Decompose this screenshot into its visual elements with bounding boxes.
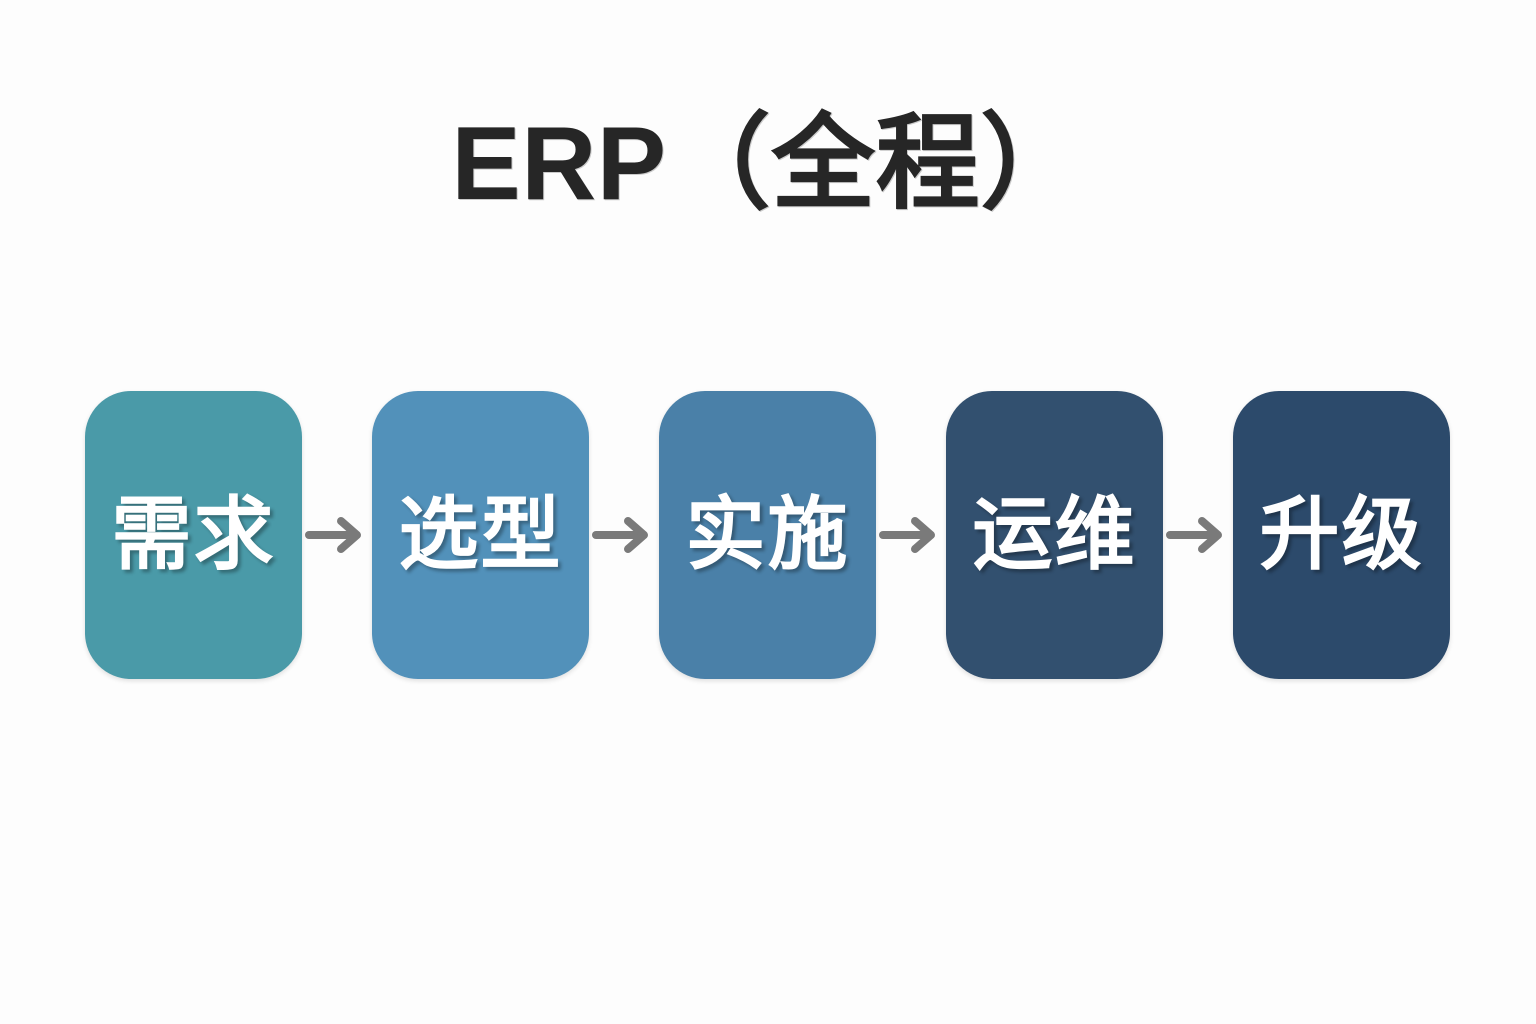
flow-stage-5[interactable]: 升级 xyxy=(1233,391,1450,679)
page-title: ERP（全程） xyxy=(451,106,1085,222)
arrow-right-icon xyxy=(589,505,659,565)
process-flow: 需求 选型 实施 xyxy=(85,391,1450,679)
arrow-right-icon xyxy=(302,505,372,565)
flow-stage-2-label: 选型 xyxy=(398,490,563,579)
arrow-right-icon xyxy=(876,505,946,565)
flow-stage-3[interactable]: 实施 xyxy=(659,391,876,679)
flow-stage-2[interactable]: 选型 xyxy=(372,391,589,679)
flow-stage-1[interactable]: 需求 xyxy=(85,391,302,679)
flow-stage-4[interactable]: 运维 xyxy=(946,391,1163,679)
flow-stage-4-label: 运维 xyxy=(972,490,1137,579)
arrow-right-icon xyxy=(1163,505,1233,565)
flow-stage-1-label: 需求 xyxy=(111,490,276,579)
flow-stage-3-label: 实施 xyxy=(685,490,850,579)
flow-stage-5-label: 升级 xyxy=(1259,490,1424,579)
